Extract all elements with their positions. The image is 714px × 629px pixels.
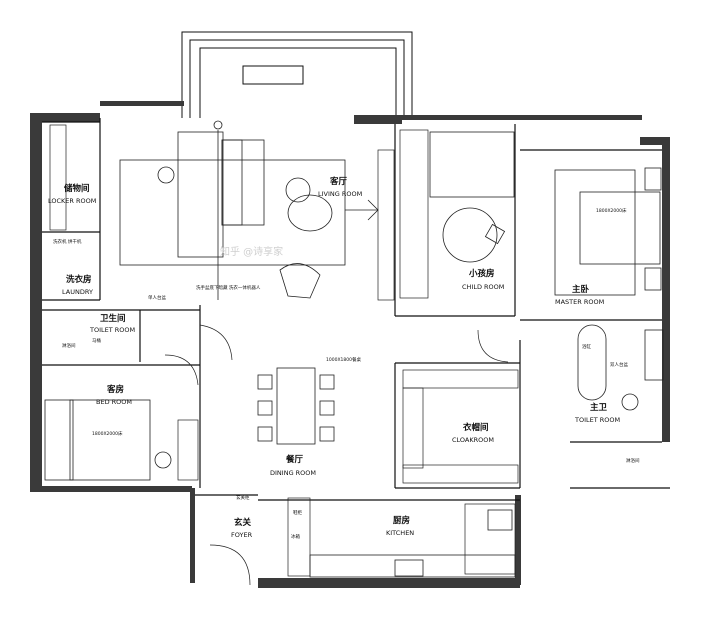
dining-label-en: DINING ROOM [270, 469, 316, 477]
note-bathtub: 浴缸 [582, 343, 591, 350]
dining-furniture [257, 367, 335, 445]
bed-label-cn: 客房 [106, 384, 124, 395]
guest-furniture [44, 399, 172, 481]
kitchen-furniture [309, 509, 516, 578]
notes: 单人台盆 洗手盆底下暗藏 洗衣一体机器人 淋浴间 马桶 1800X2000床 1… [53, 207, 640, 540]
note-bed-master: 1800X2000床 [596, 207, 627, 214]
toilet-label-en: TOILET ROOM [89, 326, 135, 334]
living-furniture [119, 120, 379, 300]
note-fridge: 冰箱 [291, 533, 300, 540]
note-double-basin: 双人台盆 [610, 361, 628, 368]
laundry-label-en: LAUNDRY [62, 288, 93, 296]
room-labels: 客厅 LIVING ROOM 储物间 LOCKER ROOM 洗衣房 LAUND… [48, 176, 620, 539]
note-mshower: 淋浴间 [626, 457, 640, 464]
toilet-label-cn: 卫生间 [100, 313, 126, 324]
note-shoe-cabinet: 鞋柜 [293, 509, 302, 516]
cloak-label-cn: 衣帽间 [463, 422, 489, 433]
note-dining-table: 1000X1800餐桌 [326, 356, 361, 363]
child-label-cn: 小孩房 [468, 268, 495, 279]
cloak-label-en: CLOAKROOM [452, 436, 494, 444]
child-label-en: CHILD ROOM [462, 283, 504, 291]
foyer-label-cn: 玄关 [234, 517, 252, 528]
note-bed-guest: 1800X2000床 [92, 430, 123, 437]
locker-label-cn: 储物间 [63, 183, 90, 194]
inner-walls [42, 118, 670, 501]
bed-label-en: BED ROOM [96, 398, 132, 406]
master-label-en: MASTER ROOM [555, 298, 604, 306]
watermark: 知乎 @诗享家 [220, 245, 283, 258]
locker-label-en: LOCKER ROOM [48, 197, 96, 205]
note-washer-dryer: 洗衣机 烘干机 [53, 238, 82, 245]
doors [164, 324, 509, 586]
living-label-cn: 客厅 [329, 176, 348, 187]
note-cabinet: 玄关柜 [236, 494, 250, 501]
master-furniture [554, 167, 664, 411]
living-label-en: LIVING ROOM [318, 190, 362, 198]
wardrobes [49, 124, 519, 577]
balcony [181, 31, 413, 118]
kitchen-label-en: KITCHEN [386, 529, 414, 537]
master-label-cn: 主卧 [572, 284, 590, 295]
note-shower: 淋浴间 [62, 342, 76, 349]
note-basin-under: 洗手盆底下暗藏 洗衣一体机器人 [196, 284, 261, 291]
note-single-basin: 单人台盆 [148, 294, 166, 301]
foyer-label-en: FOYER [231, 531, 253, 539]
child-furniture [429, 131, 515, 263]
dining-label-cn: 餐厅 [285, 454, 304, 465]
outer-walls [30, 101, 670, 588]
mtoilet-label-cn: 主卫 [590, 402, 608, 413]
kitchen-label-cn: 厨房 [393, 515, 410, 526]
laundry-label-cn: 洗衣房 [66, 274, 92, 285]
note-toilet-item: 马桶 [92, 337, 101, 344]
mtoilet-label-en: TOILET ROOM [574, 416, 620, 424]
